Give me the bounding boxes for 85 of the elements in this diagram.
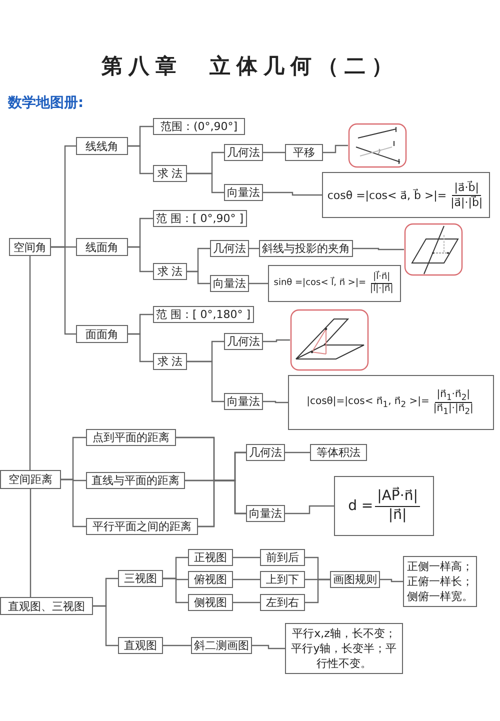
- connector-line: [323, 144, 348, 154]
- connector-line: [249, 248, 259, 250]
- topic-box: 空间距离: [0, 470, 61, 489]
- connector-line: [285, 505, 334, 514]
- formula-box: [322, 172, 490, 218]
- topic-box: 斜二测画图: [191, 637, 252, 654]
- connector-line: [353, 248, 404, 250]
- topic-box: 前到后: [260, 549, 305, 566]
- topic-box: 向量法: [210, 275, 249, 292]
- topic-box: 范 围：[ 0°,180° ]: [153, 306, 254, 323]
- connector-line: [263, 400, 288, 404]
- connector-line: [51, 246, 76, 335]
- topic-box: 斜线与投影的夹角: [259, 240, 353, 257]
- topic-box: 直观图、三视图: [0, 597, 93, 615]
- topic-box: 几何法: [246, 444, 285, 461]
- connector-line: [163, 644, 191, 646]
- topic-box: 画图规则: [330, 571, 380, 588]
- connector-line: [233, 602, 260, 604]
- formula-text: d =: [348, 498, 374, 514]
- title: 第八章 立体几何（二）: [100, 53, 400, 80]
- connector-line: [30, 489, 32, 597]
- formula-text: |cosθ|=|cos< n⃗$_{1}$, n⃗$_{2}$ >|=: [306, 394, 430, 410]
- formula-text: cosθ =|cos< a⃗, b⃗ >|=: [327, 188, 447, 202]
- formula-box: [334, 476, 434, 536]
- connector-line: [263, 192, 322, 196]
- formula-numerator: |n⃗$_{1}$·n⃗$_{2}$|: [434, 388, 472, 403]
- topic-box: 面面角: [76, 325, 128, 343]
- topic-box: 空间角: [9, 238, 51, 256]
- topic-box: 平行平面之间的距离: [86, 518, 198, 535]
- section-heading: 数学地图册:: [8, 94, 84, 112]
- formula-box: [268, 265, 401, 302]
- topic-box: 向量法: [224, 393, 263, 410]
- connector-line: [128, 333, 153, 362]
- topic-box: 侧视图: [188, 594, 233, 611]
- topic-box: 几何法: [224, 144, 263, 161]
- topic-box: 平移: [285, 144, 323, 161]
- connector-line: [198, 480, 246, 528]
- connector-line: [187, 360, 224, 402]
- connector-line: [187, 172, 224, 194]
- topic-box: 线面角: [76, 238, 128, 256]
- connector-line: [252, 644, 285, 650]
- formula-text: sinθ =|cos< l⃗, n⃗ >|=: [274, 276, 366, 290]
- topic-box: 求 法: [153, 165, 187, 182]
- topic-box: 范围：(0°,90°]: [153, 118, 245, 135]
- connector-line: [128, 145, 153, 174]
- topic-box: 向量法: [246, 505, 285, 522]
- topic-box: 直线与平面的距离: [86, 472, 185, 489]
- formula-box: [288, 375, 494, 430]
- topic-box: 左到右: [260, 594, 305, 611]
- topic-box: 正视图: [188, 549, 233, 566]
- connector-line: [305, 578, 330, 604]
- formula-numerator: |AP⃗·n⃗|: [375, 488, 420, 506]
- connector-line: [263, 339, 290, 342]
- topic-box: 俯视图: [188, 571, 233, 588]
- topic-box: 范 围：[ 0°,90° ]: [153, 210, 247, 227]
- connector-line: [61, 478, 86, 528]
- topic-box: 上到下: [260, 571, 305, 588]
- connector-line: [128, 246, 153, 272]
- topic-box: 求 法: [153, 263, 187, 280]
- connector-line: [249, 282, 268, 284]
- connector-line: [285, 452, 310, 454]
- connector-line: [233, 556, 260, 558]
- formula-denominator: |n⃗|: [387, 506, 408, 524]
- topic-box: 求 法: [153, 353, 187, 370]
- topic-box: 几何法: [224, 333, 263, 350]
- note-box: 正侧一样高；正俯一样长；侧俯一样宽。: [403, 556, 477, 607]
- formula-numerator: |l⃗·n⃗|: [371, 272, 392, 284]
- connector-line: [163, 578, 188, 604]
- connector-line: [187, 270, 210, 284]
- topic-box: 三视图: [118, 570, 163, 587]
- connector-line: [29, 256, 31, 470]
- formula-denominator: |a⃗|·|b⃗|: [450, 196, 484, 210]
- topic-box: 向量法: [224, 184, 263, 201]
- note-box: 平行x,z轴，长不变；平行y轴，长变半；平行性不变。: [285, 623, 403, 674]
- topic-box: 直观图: [118, 637, 163, 654]
- topic-box: 线线角: [76, 137, 128, 155]
- topic-box: 几何法: [210, 240, 249, 257]
- topic-box: 等体积法: [310, 444, 367, 461]
- connector-line: [380, 578, 403, 582]
- formula-numerator: |a⃗·b⃗|: [452, 180, 481, 196]
- connector-line: [263, 152, 285, 154]
- topic-box: 点到平面的距离: [86, 429, 176, 446]
- formula-denominator: |n⃗$_{1}$|·|n⃗$_{2}$|: [432, 403, 474, 416]
- connector-line: [233, 578, 260, 580]
- connector-line: [93, 605, 118, 646]
